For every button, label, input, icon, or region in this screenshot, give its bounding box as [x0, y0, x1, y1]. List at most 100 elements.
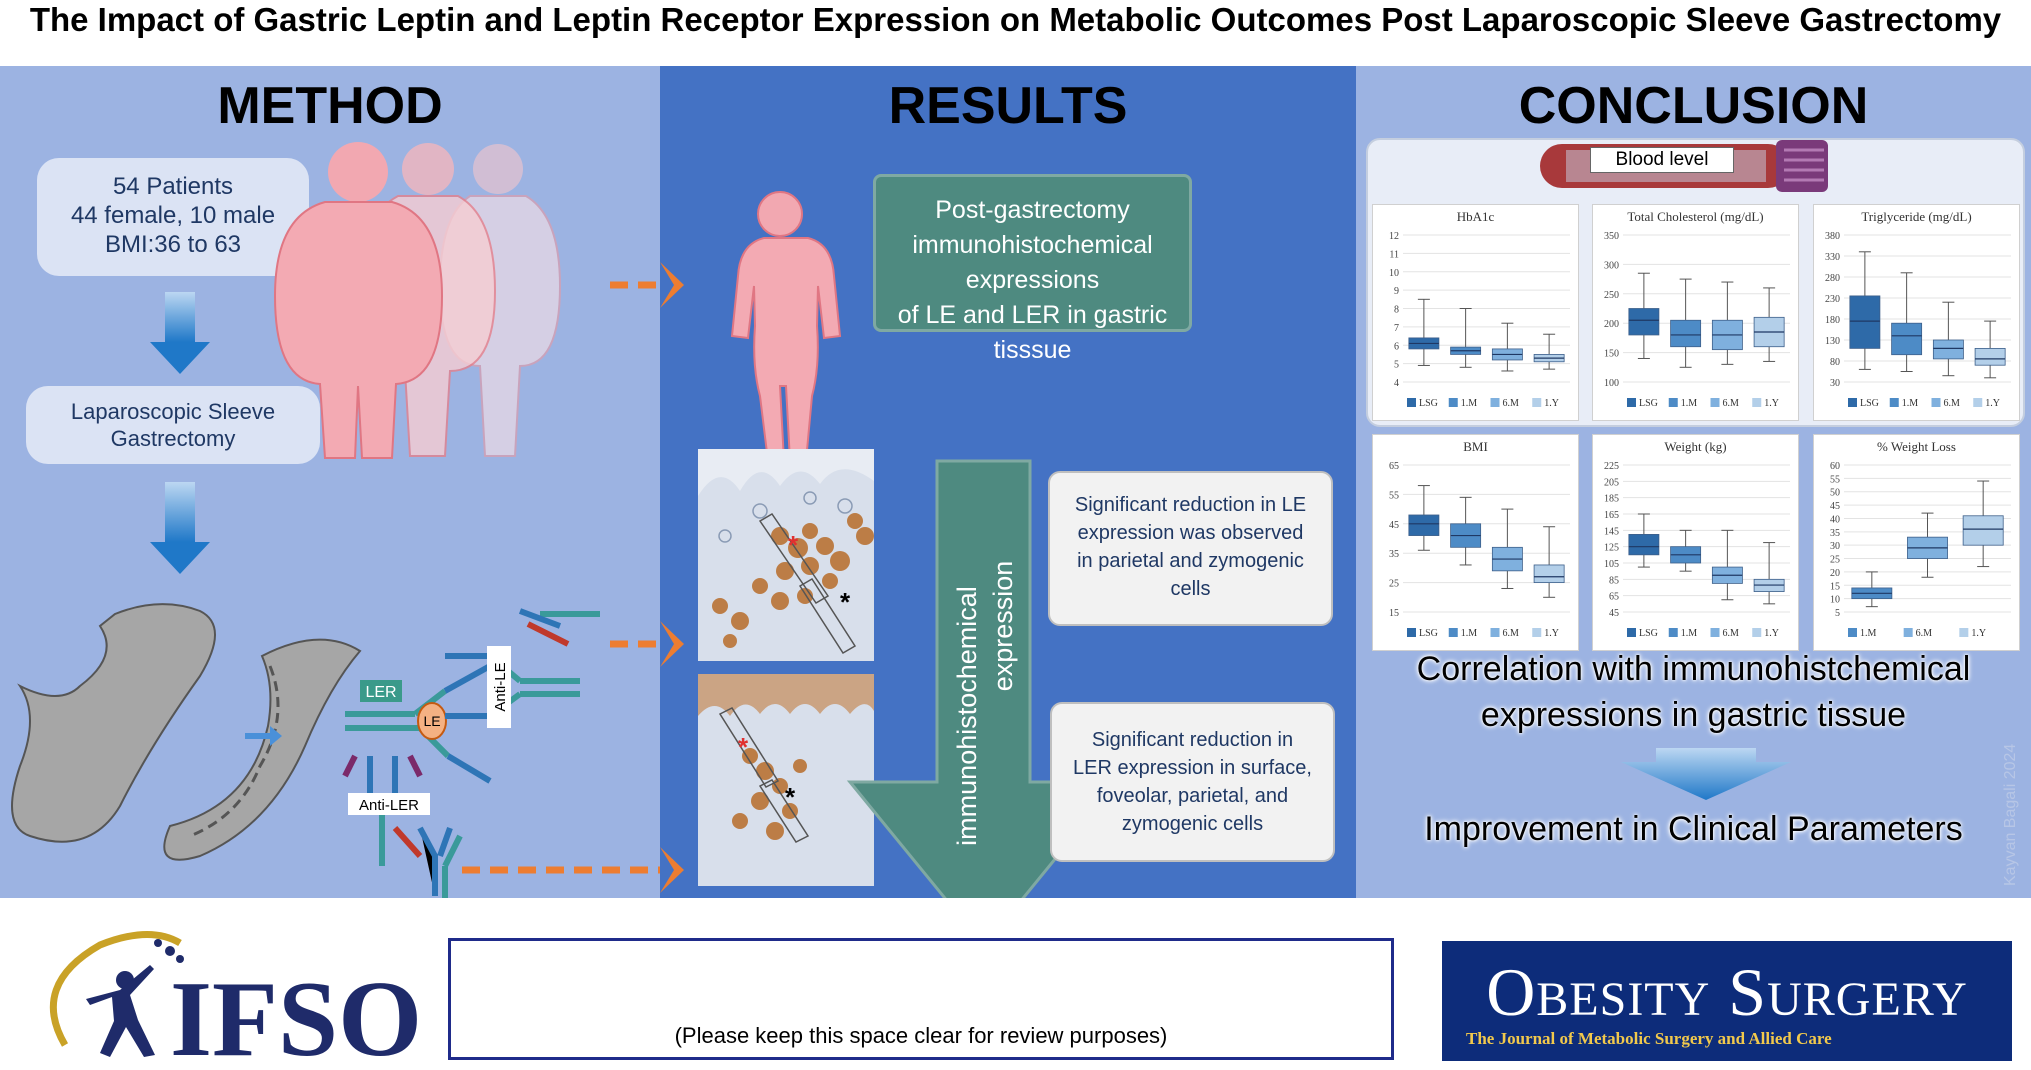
legend-label: 1.Y — [1971, 628, 1986, 639]
legend-label: 6.M — [1503, 628, 1520, 639]
anti-ler-label: Anti-LER — [359, 797, 419, 814]
y-tick-label: 5 — [1394, 360, 1399, 371]
y-tick-label: 350 — [1604, 231, 1619, 242]
lsg-box: Laparoscopic Sleeve Gastrectomy — [26, 386, 320, 464]
finding1-line-4: cells — [1170, 578, 1211, 600]
post-gastrectomy-box: Post-gastrectomy immunohistochemical exp… — [873, 174, 1192, 364]
legend-label: 1.M — [1681, 628, 1698, 639]
legend-label: 1.M — [1681, 398, 1698, 409]
box-plot: Triglyceride (mg/dL)38033028023018013080… — [1825, 209, 2011, 409]
y-tick-label: 60 — [1830, 461, 1840, 472]
post-box-line-3: of LE and LER in gastric tisssue — [897, 301, 1168, 364]
post-box-line-2: immunohistochemical expressions — [912, 231, 1153, 294]
down-arrow-icon — [150, 292, 210, 374]
finding-ler-box: Significant reduction in LER expression … — [1050, 702, 1335, 862]
down-arrow-icon — [1621, 748, 1791, 800]
legend-label: 6.M — [1503, 398, 1520, 409]
y-tick-label: 145 — [1604, 526, 1619, 537]
y-tick-label: 55 — [1389, 490, 1399, 501]
y-tick-label: 85 — [1609, 575, 1619, 586]
anti-le-label: Anti-LE — [492, 662, 509, 711]
legend-swatch — [1973, 398, 1983, 407]
arrow-text-line-1: immunohistochemical — [952, 586, 982, 846]
legend-swatch — [1848, 398, 1857, 407]
y-tick-label: 300 — [1604, 260, 1619, 271]
y-tick-label: 100 — [1604, 378, 1619, 389]
improvement-text: Improvement in Clinical Parameters — [1424, 810, 1963, 848]
method-panel: METHOD 54 Patients 44 female, 10 male BM… — [0, 66, 660, 898]
y-tick-label: 45 — [1830, 501, 1840, 512]
legend-label: LSG — [1419, 398, 1438, 409]
legend-swatch — [1407, 398, 1416, 407]
patients-bmi: BMI:36 to 63 — [104, 231, 242, 258]
lsg-line-2: Gastrectomy — [110, 426, 236, 451]
finding1-line-3: in parietal and zymogenic — [1077, 550, 1304, 572]
black-asterisk-icon: * — [785, 782, 796, 812]
y-tick-label: 45 — [1609, 608, 1619, 619]
legend-label: 1.Y — [1764, 398, 1779, 409]
legend-swatch — [1407, 628, 1416, 637]
y-tick-label: 40 — [1830, 514, 1840, 525]
review-note: (Please keep this space clear for review… — [674, 1023, 1168, 1048]
finding2-line-1: Significant reduction in — [1091, 729, 1294, 751]
y-tick-label: 165 — [1604, 510, 1619, 521]
box-1.Y — [1962, 515, 2004, 546]
box-LSG — [1628, 308, 1660, 336]
legend-swatch — [1448, 628, 1458, 637]
legend-swatch — [1752, 398, 1762, 407]
y-tick-label: 8 — [1394, 305, 1399, 316]
legend-swatch — [1903, 628, 1913, 637]
legend-swatch — [1668, 628, 1678, 637]
y-tick-label: 330 — [1825, 252, 1840, 263]
legend-swatch — [1668, 398, 1678, 407]
legend-label: LSG — [1639, 628, 1658, 639]
legend-swatch — [1490, 628, 1500, 637]
legend-label: 1.M — [1860, 628, 1877, 639]
y-tick-label: 380 — [1825, 231, 1840, 242]
y-tick-label: 10 — [1389, 268, 1399, 279]
patients-sex: 44 female, 10 male — [70, 202, 276, 229]
finding1-line-1: Significant reduction in LE — [1074, 494, 1307, 516]
arrow-text-line-2: expression — [988, 561, 1018, 692]
y-tick-label: 225 — [1604, 461, 1619, 472]
y-tick-label: 205 — [1604, 477, 1619, 488]
y-tick-label: 125 — [1604, 543, 1619, 554]
y-tick-label: 6 — [1394, 341, 1399, 352]
orange-arrowhead-icon — [660, 262, 684, 308]
down-arrow-icon — [150, 482, 210, 574]
y-tick-label: 4 — [1394, 378, 1399, 389]
red-asterisk-icon: * — [788, 530, 799, 560]
y-tick-label: 15 — [1830, 581, 1840, 592]
legend-swatch — [1889, 398, 1899, 407]
box-1.Y — [1533, 564, 1565, 584]
legend-swatch — [1532, 628, 1542, 637]
red-asterisk-icon: * — [738, 732, 749, 762]
chart-title: % Weight Loss — [1877, 439, 1956, 454]
le-label: LE — [423, 713, 440, 729]
y-tick-label: 45 — [1389, 520, 1399, 531]
results-heading: RESULTS — [888, 77, 1128, 135]
orange-arrowhead-icon — [660, 847, 684, 893]
y-tick-label: 7 — [1394, 323, 1399, 334]
journal-subtitle: The Journal of Metabolic Surgery and All… — [1466, 1029, 1832, 1048]
journal-title: Obesity Surgery — [1486, 954, 1968, 1030]
legend-label: 1.M — [1461, 628, 1478, 639]
y-tick-label: 185 — [1604, 494, 1619, 505]
legend-label: 1.Y — [1544, 398, 1559, 409]
y-tick-label: 80 — [1830, 357, 1840, 368]
legend-label: LSG — [1639, 398, 1658, 409]
histology-image-ler: * * — [698, 674, 874, 886]
legend-label: 1.M — [1902, 398, 1919, 409]
anti-le-label-bg — [487, 646, 511, 728]
correlation-line-1: Correlation with immunohistchemical — [1416, 650, 1971, 688]
y-tick-label: 10 — [1830, 595, 1840, 606]
legend-label: 6.M — [1916, 628, 1933, 639]
black-asterisk-icon: * — [840, 587, 851, 617]
obese-people-icon — [273, 142, 562, 459]
legend-label: LSG — [1860, 398, 1879, 409]
finding1-line-2: expression was observed — [1077, 522, 1304, 544]
